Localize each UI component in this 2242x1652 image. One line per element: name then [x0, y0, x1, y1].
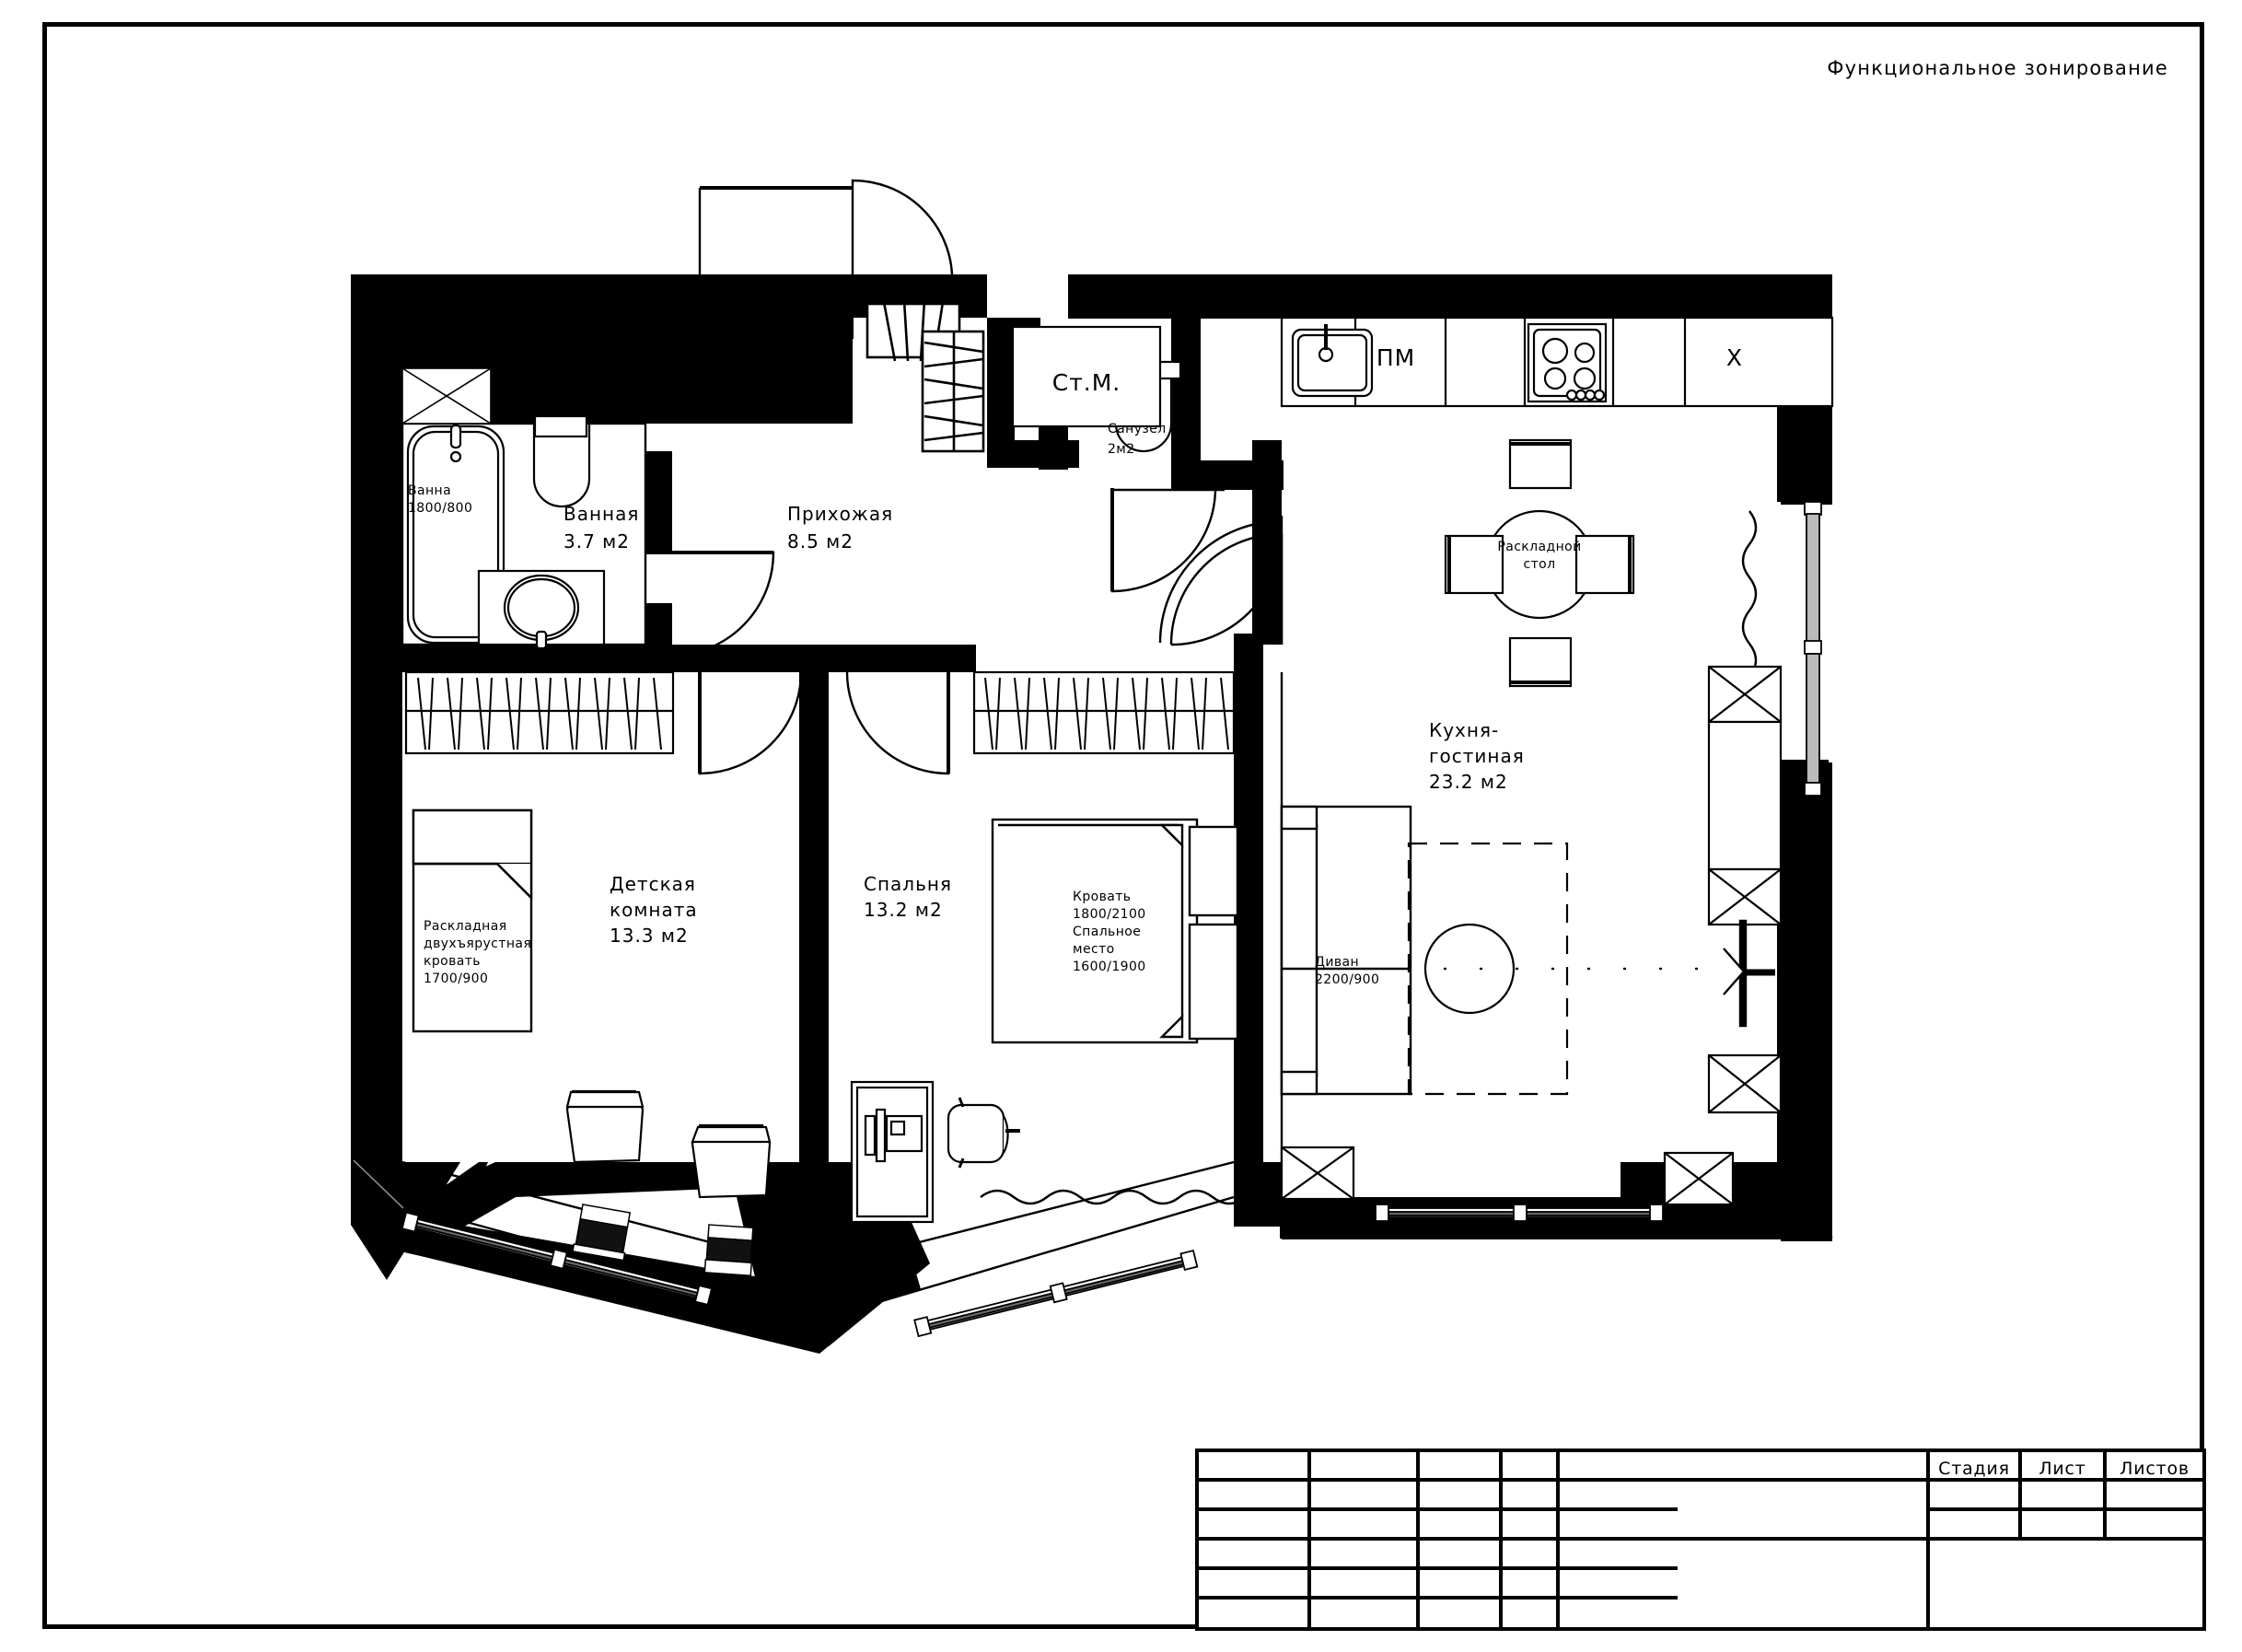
appliance-label-dishwasher: ПМ — [1377, 344, 1415, 371]
furniture-label-bunk-2: двухъярустная — [424, 937, 531, 951]
wardrobe-bedroom — [972, 670, 1236, 755]
entry-storage-symbol — [865, 299, 985, 453]
room-label-bedroom: Спальня — [864, 873, 952, 895]
furniture-label-dining-table-2: стол — [1524, 557, 1556, 572]
room-label-kitchen-living: Кухня- — [1429, 719, 1499, 741]
room-area-kids: 13.3 м2 — [610, 925, 689, 947]
room-labels: Ванная 3.7 м2 Прихожая 8.5 м2 Санузел 2м… — [563, 422, 1525, 947]
furniture-label-dining-table: Раскладной — [1497, 540, 1581, 554]
kitchen-counter — [1280, 316, 1834, 408]
furniture-label-bed-5: 1600/1900 — [1073, 960, 1146, 974]
niche-marks — [353, 275, 1833, 1239]
room-area-hallway: 8.5 м2 — [787, 530, 854, 553]
appliance-label-fridge: Х — [1726, 344, 1743, 371]
furniture-label-bathtub: Ванна — [408, 483, 451, 498]
room-label-kids: Детская — [610, 873, 696, 895]
room-label-kids-2: комната — [610, 899, 698, 921]
washing-machine — [1011, 325, 1162, 428]
furniture-label-bunk-3: кровать — [424, 954, 481, 969]
furniture-dim-bathtub: 1800/800 — [408, 501, 472, 516]
door-leaves — [670, 488, 1114, 774]
desk-workstation — [850, 1080, 1020, 1224]
room-label-kitchen-living-2: гостиная — [1429, 745, 1525, 767]
furniture-labels: Ванна 1800/800 Ст.М. ПМ Х Раскладной сто… — [408, 344, 1743, 987]
bathroom-fixtures — [406, 414, 606, 650]
furniture-label-bed-2: 1800/2100 — [1073, 907, 1146, 922]
laptops — [572, 1204, 754, 1277]
furniture-label-bed-4: место — [1073, 942, 1115, 957]
wardrobe-kids — [404, 670, 675, 755]
title-block-header-sheets: Листов — [2120, 1459, 2190, 1479]
room-area-bathroom: 3.7 м2 — [563, 530, 630, 553]
bunk-bed — [412, 809, 533, 1033]
sheet-border — [42, 22, 2204, 1629]
furniture-label-bunk-1: Раскладная — [424, 919, 507, 934]
rug-and-coffee-table — [1407, 842, 1569, 1096]
bay-lower-band — [376, 1217, 921, 1354]
room-label-wc: Санузел — [1108, 422, 1167, 436]
wall-outline — [351, 274, 1832, 1241]
room-area-wc: 2м2 — [1108, 442, 1135, 457]
main-bed — [991, 818, 1239, 1044]
furniture-label-sofa-2: 2200/900 — [1315, 972, 1379, 987]
title-block: Стадия Лист Листов — [1195, 1448, 2206, 1631]
appliance-label-washer: Ст.М. — [1052, 369, 1121, 396]
door-swings — [669, 179, 1284, 775]
furniture-label-bed-1: Кровать — [1073, 890, 1131, 904]
room-label-bathroom: Ванная — [563, 503, 639, 525]
tv-and-storage — [1280, 665, 1783, 1206]
furniture-label-bed-3: Спальное — [1073, 925, 1141, 939]
windows — [401, 501, 1822, 1338]
room-label-hallway: Прихожая — [787, 503, 893, 525]
sofa — [1280, 805, 1412, 1096]
room-area-kitchen-living: 23.2 м2 — [1429, 771, 1508, 793]
title-block-header-stage: Стадия — [1938, 1459, 2010, 1479]
armchairs — [565, 1089, 772, 1199]
drawing-title: Функциональное зонирование — [1827, 57, 2168, 79]
title-block-header-sheet: Лист — [2039, 1459, 2085, 1479]
furniture-label-bunk-4: 1700/900 — [424, 971, 488, 986]
furniture-label-sofa-1: Диван — [1315, 955, 1359, 970]
room-area-bedroom: 13.2 м2 — [864, 899, 943, 921]
dining-set — [1444, 438, 1635, 688]
